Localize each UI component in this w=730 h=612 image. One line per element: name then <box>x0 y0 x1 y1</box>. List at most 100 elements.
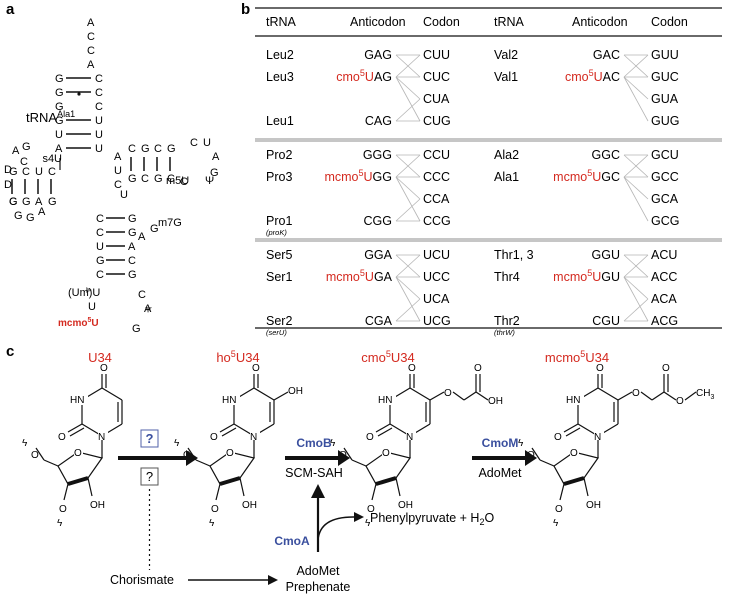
nucleotide: G <box>141 143 150 155</box>
codon-link <box>395 76 421 122</box>
nucleotide: A <box>212 151 220 163</box>
s4u-label: s4U <box>42 153 62 165</box>
codon: GCG <box>651 214 679 228</box>
anticodon-wobble: U <box>365 270 374 284</box>
nucleotide: A <box>87 17 95 29</box>
nucleotide: A <box>114 151 122 163</box>
arrowhead <box>311 484 325 498</box>
nucleotide: G <box>128 213 137 225</box>
marker-triangle <box>145 307 152 313</box>
arrowhead <box>525 450 537 466</box>
codon-link <box>623 276 649 322</box>
nh-atom: HN <box>222 395 236 406</box>
anticodon-mod: mcmo <box>326 270 360 284</box>
c5-bond <box>35 447 45 461</box>
nucleotide: A <box>128 241 136 253</box>
anticodon-mod-sup: 5 <box>359 168 364 178</box>
methyl-text: CH <box>696 388 710 399</box>
trna-name: Ser2 <box>266 314 292 328</box>
oxygen-atom: O <box>554 432 562 443</box>
codon-link <box>395 76 421 100</box>
nucleotide: C <box>128 255 136 267</box>
nitrogen-atom: N <box>250 432 257 443</box>
trna-name: Ala2 <box>494 148 519 162</box>
ring-bond <box>597 387 619 401</box>
anticodon-rest: AC <box>603 70 620 84</box>
codon: CUG <box>423 114 451 128</box>
enzyme-cmom: CmoM <box>482 436 519 450</box>
nucleotide: C <box>190 137 198 149</box>
codon-link <box>395 176 421 200</box>
nucleotide: G <box>128 173 137 185</box>
label-mask <box>594 430 604 442</box>
anticodon: cmo5UAG <box>336 68 392 84</box>
nucleotide: C <box>141 173 149 185</box>
anticodon-mod-sup: 5 <box>360 68 365 78</box>
nucleotide: G <box>96 255 105 267</box>
nucleotide: G <box>26 212 35 224</box>
codon: UCC <box>423 270 450 284</box>
c3-bond <box>371 483 377 501</box>
codon: CUU <box>423 48 450 62</box>
anticodon-wobble: U <box>592 170 601 184</box>
ribose-bold-edge <box>375 476 397 486</box>
carbonyl-bond <box>67 423 83 433</box>
anticodon: CGA <box>365 314 393 328</box>
nucleotide: C <box>87 31 95 43</box>
substituent-bond <box>663 391 677 401</box>
nucleotide: G <box>9 166 18 178</box>
anticodon: GGU <box>592 248 620 262</box>
arrowhead <box>268 575 278 585</box>
nucleotide: C <box>22 166 30 178</box>
substituent-bond <box>617 391 633 401</box>
codon-link <box>623 176 649 200</box>
nucleotide: D <box>4 179 12 191</box>
compound-title: U34 <box>88 350 112 365</box>
nucleotide: C <box>96 213 104 225</box>
ribose-bold-edge <box>563 476 585 486</box>
carbonyl-bond <box>377 427 393 437</box>
codon: ACA <box>651 292 677 306</box>
nucleotide: C <box>180 176 188 188</box>
nucleotide: C <box>20 156 28 168</box>
c5-bond <box>531 447 541 461</box>
ether-oxygen: O <box>632 388 640 399</box>
codon-link <box>623 154 649 178</box>
anticodon-mod: mcmo <box>553 270 587 284</box>
nucleotide: U <box>95 115 103 127</box>
backbone-break: ϟ <box>22 438 28 449</box>
nucleotide: G <box>55 87 64 99</box>
cmo5u34-structure: OOHNNOOϟOHOϟOOOH <box>330 363 503 529</box>
hydroxyl: OH <box>288 386 303 397</box>
byproduct-text: Phenylpyruvate + H <box>370 511 479 525</box>
anticodon: CAG <box>365 114 392 128</box>
anticodon: GGC <box>592 148 620 162</box>
unknown-enzyme-box <box>140 467 159 486</box>
nitrogen-atom: N <box>98 432 105 443</box>
nucleotide: A <box>144 303 152 315</box>
mcmo5u34-structure: OOHNNOOϟOHOϟOOOCH3 <box>518 363 714 529</box>
carbonyl-bond <box>565 427 581 437</box>
compound-title-text: U34 <box>391 350 415 365</box>
backbone-break: ϟ <box>553 518 559 529</box>
codon: CCC <box>423 170 450 184</box>
anticodon-mod-sup: 5 <box>587 268 592 278</box>
ring-oxygen: O <box>226 448 234 459</box>
codon: ACC <box>651 270 677 284</box>
anticodon-rest: GC <box>601 170 620 184</box>
label-mask <box>570 446 579 457</box>
backbone-break: ϟ <box>57 518 63 529</box>
ribose-bold-edge <box>219 476 241 486</box>
c2-bond <box>583 477 589 497</box>
trna-name: Leu1 <box>266 114 294 128</box>
nucleotide: G <box>154 173 163 185</box>
nucleotide: U <box>120 189 128 201</box>
trna-name: Ser5 <box>266 248 292 262</box>
anticodon-rest: GA <box>374 270 393 284</box>
nucleotide: G <box>14 210 23 222</box>
gene-note: (proK) <box>266 228 287 237</box>
hydroxyl: OH <box>586 500 601 511</box>
label-mask <box>226 446 235 457</box>
panel-a-label: a <box>6 1 15 18</box>
methyl-sub: 3 <box>710 394 714 401</box>
